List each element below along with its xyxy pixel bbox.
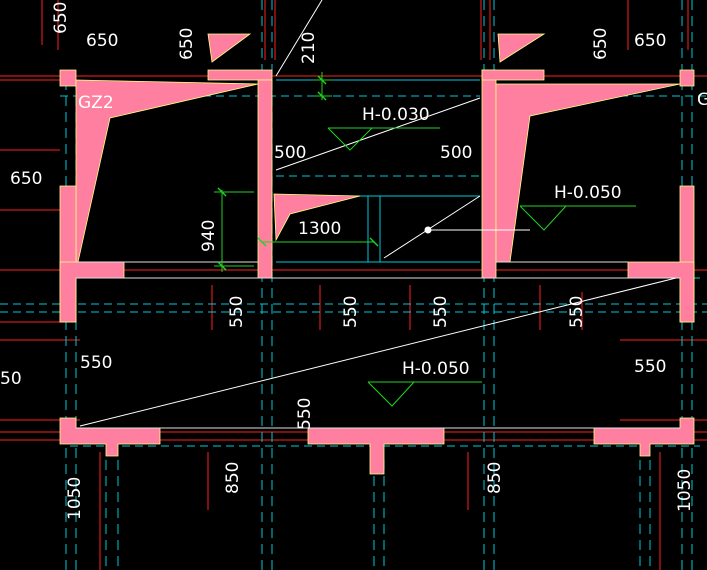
dim-bottom-1050-left: 1050 [65, 477, 85, 520]
green-ticks [217, 75, 379, 271]
wall-bottom-center [307, 427, 445, 475]
walls-and-columns [59, 33, 695, 475]
wall-bottom-left [59, 417, 161, 457]
wall-right-lower [627, 261, 695, 323]
dim-bottom-1050-right: 1050 [675, 469, 695, 512]
wall-center-wedge [273, 193, 361, 242]
dim-top-left-650-v: 650 [51, 2, 71, 34]
text-labels: GZ2 G H-0.030 H-0.050 H-0.050 650 650 65… [0, 2, 707, 520]
level-mid-top: H-0.030 [362, 105, 430, 125]
green-dimension-lines [214, 72, 636, 407]
dim-row-550-4: 550 [567, 296, 587, 328]
wall-top-stub-right [481, 69, 545, 81]
dim-bottom-850-left: 850 [223, 462, 243, 494]
room-outlines [76, 261, 680, 429]
dim-top-left-650-h: 650 [86, 31, 118, 51]
wall-center-right [481, 69, 497, 279]
column-top-right [679, 69, 695, 87]
dim-left-edge-50: 50 [0, 369, 22, 389]
mark-top-right [497, 33, 546, 63]
dim-row-550-2: 550 [341, 296, 361, 328]
wall-bottom-right [593, 417, 695, 457]
mark-top-left [207, 33, 252, 63]
label-gz2: GZ2 [78, 93, 114, 113]
dim-left-650: 650 [10, 169, 42, 189]
dim-940: 940 [199, 220, 219, 252]
dim-top-right-650-v: 650 [591, 28, 611, 60]
dim-mid-550-v: 550 [295, 398, 315, 430]
wall-right-wedge [495, 83, 681, 263]
diagonal-lines [79, 0, 677, 427]
dim-top-right-650-h: 650 [634, 31, 666, 51]
dim-left-550: 550 [80, 353, 112, 373]
dim-500-left: 500 [274, 143, 306, 163]
dim-top-210: 210 [299, 32, 319, 64]
wall-left-lower [59, 261, 125, 323]
dim-right-550: 550 [634, 357, 666, 377]
dim-row-550-1: 550 [227, 296, 247, 328]
wall-top-stub-left [207, 69, 273, 81]
level-bottom: H-0.050 [402, 359, 470, 379]
dim-top-mid-650-v: 650 [177, 28, 197, 60]
dim-bottom-850-right: 850 [485, 462, 505, 494]
label-g-edge: G [697, 90, 707, 110]
level-right: H-0.050 [554, 183, 622, 203]
column-top-left [59, 69, 77, 87]
dim-row-550-3: 550 [431, 296, 451, 328]
dim-500-right: 500 [440, 143, 472, 163]
dim-1300: 1300 [298, 219, 341, 239]
wall-center-left [257, 79, 273, 279]
